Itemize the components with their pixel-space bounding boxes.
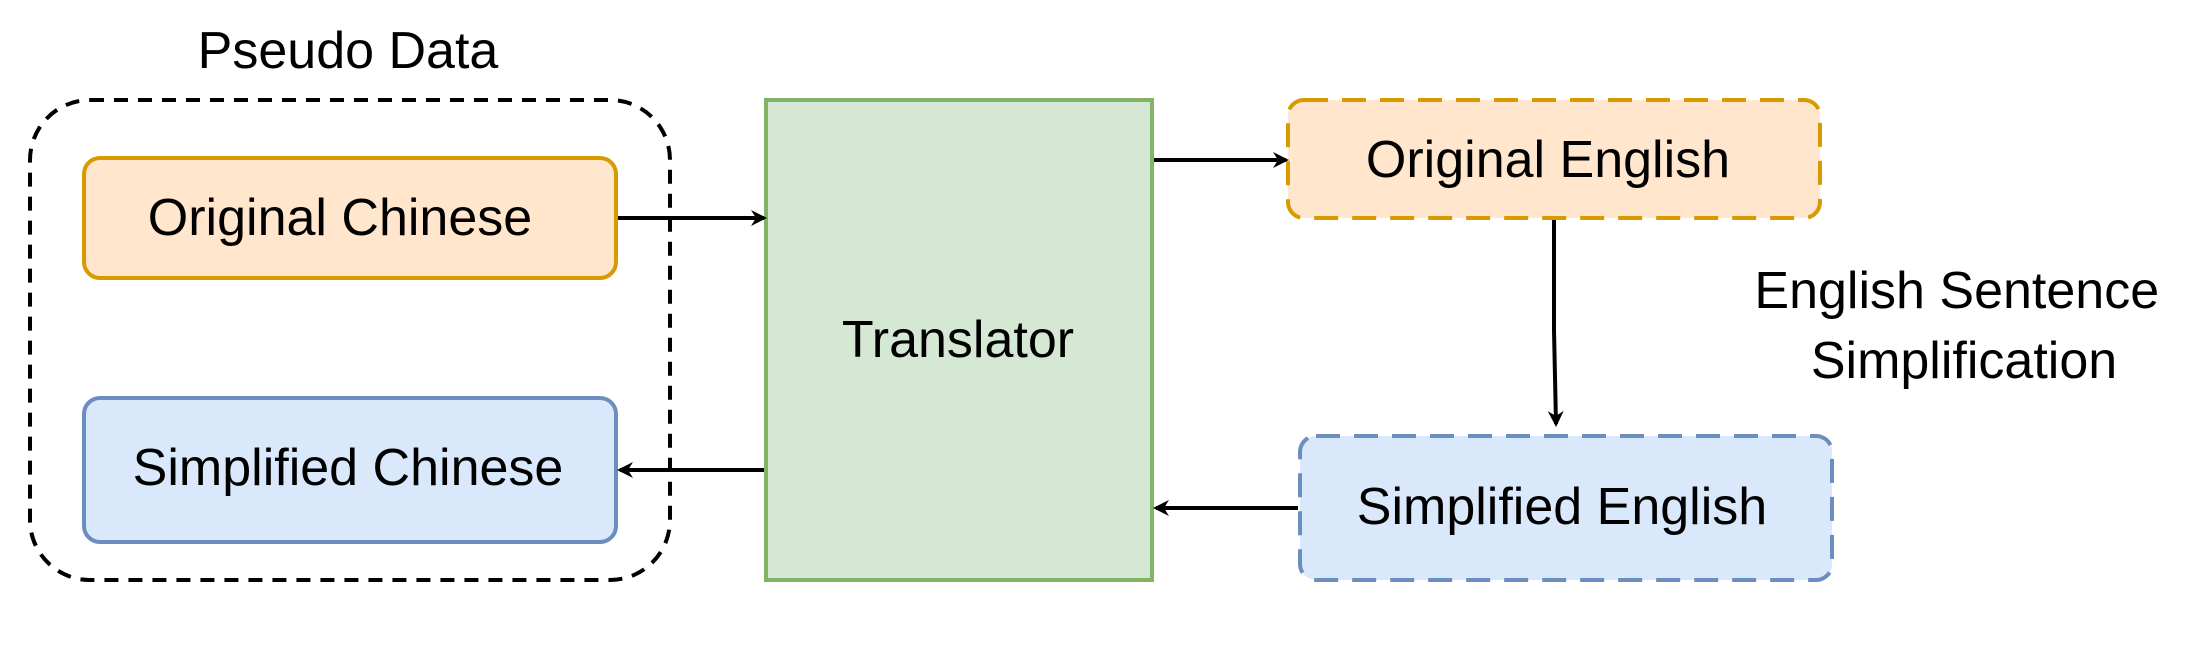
simplified-chinese-label: Simplified Chinese <box>133 439 564 497</box>
translator-node: Translator <box>764 98 1154 582</box>
simplified-chinese-box <box>82 396 618 544</box>
translator-box <box>764 98 1154 582</box>
simplified-english-label: Simplified English <box>1357 478 1767 536</box>
original-chinese-label: Original Chinese <box>148 189 532 247</box>
arrow-original-to-simplified-english <box>1547 220 1564 427</box>
original-english-node: Original English <box>1286 98 1822 220</box>
pseudo-data-group <box>28 98 672 582</box>
simplified-chinese-node: Simplified Chinese <box>82 396 618 544</box>
pseudo-data-title: Pseudo Data <box>198 22 499 80</box>
simplified-english-node: Simplified English <box>1298 434 1834 582</box>
original-chinese-box <box>82 156 618 280</box>
original-english-box <box>1286 98 1822 220</box>
simplified-english-box <box>1298 434 1834 582</box>
original-chinese-node: Original Chinese <box>82 156 618 280</box>
translator-label: Translator <box>842 311 1074 369</box>
simplification-annotation: English Sentence Simplification <box>1754 262 2173 390</box>
annotation-line-1: English Sentence <box>1754 262 2159 320</box>
original-english-label: Original English <box>1366 131 1730 189</box>
annotation-line-2: Simplification <box>1811 332 2117 390</box>
